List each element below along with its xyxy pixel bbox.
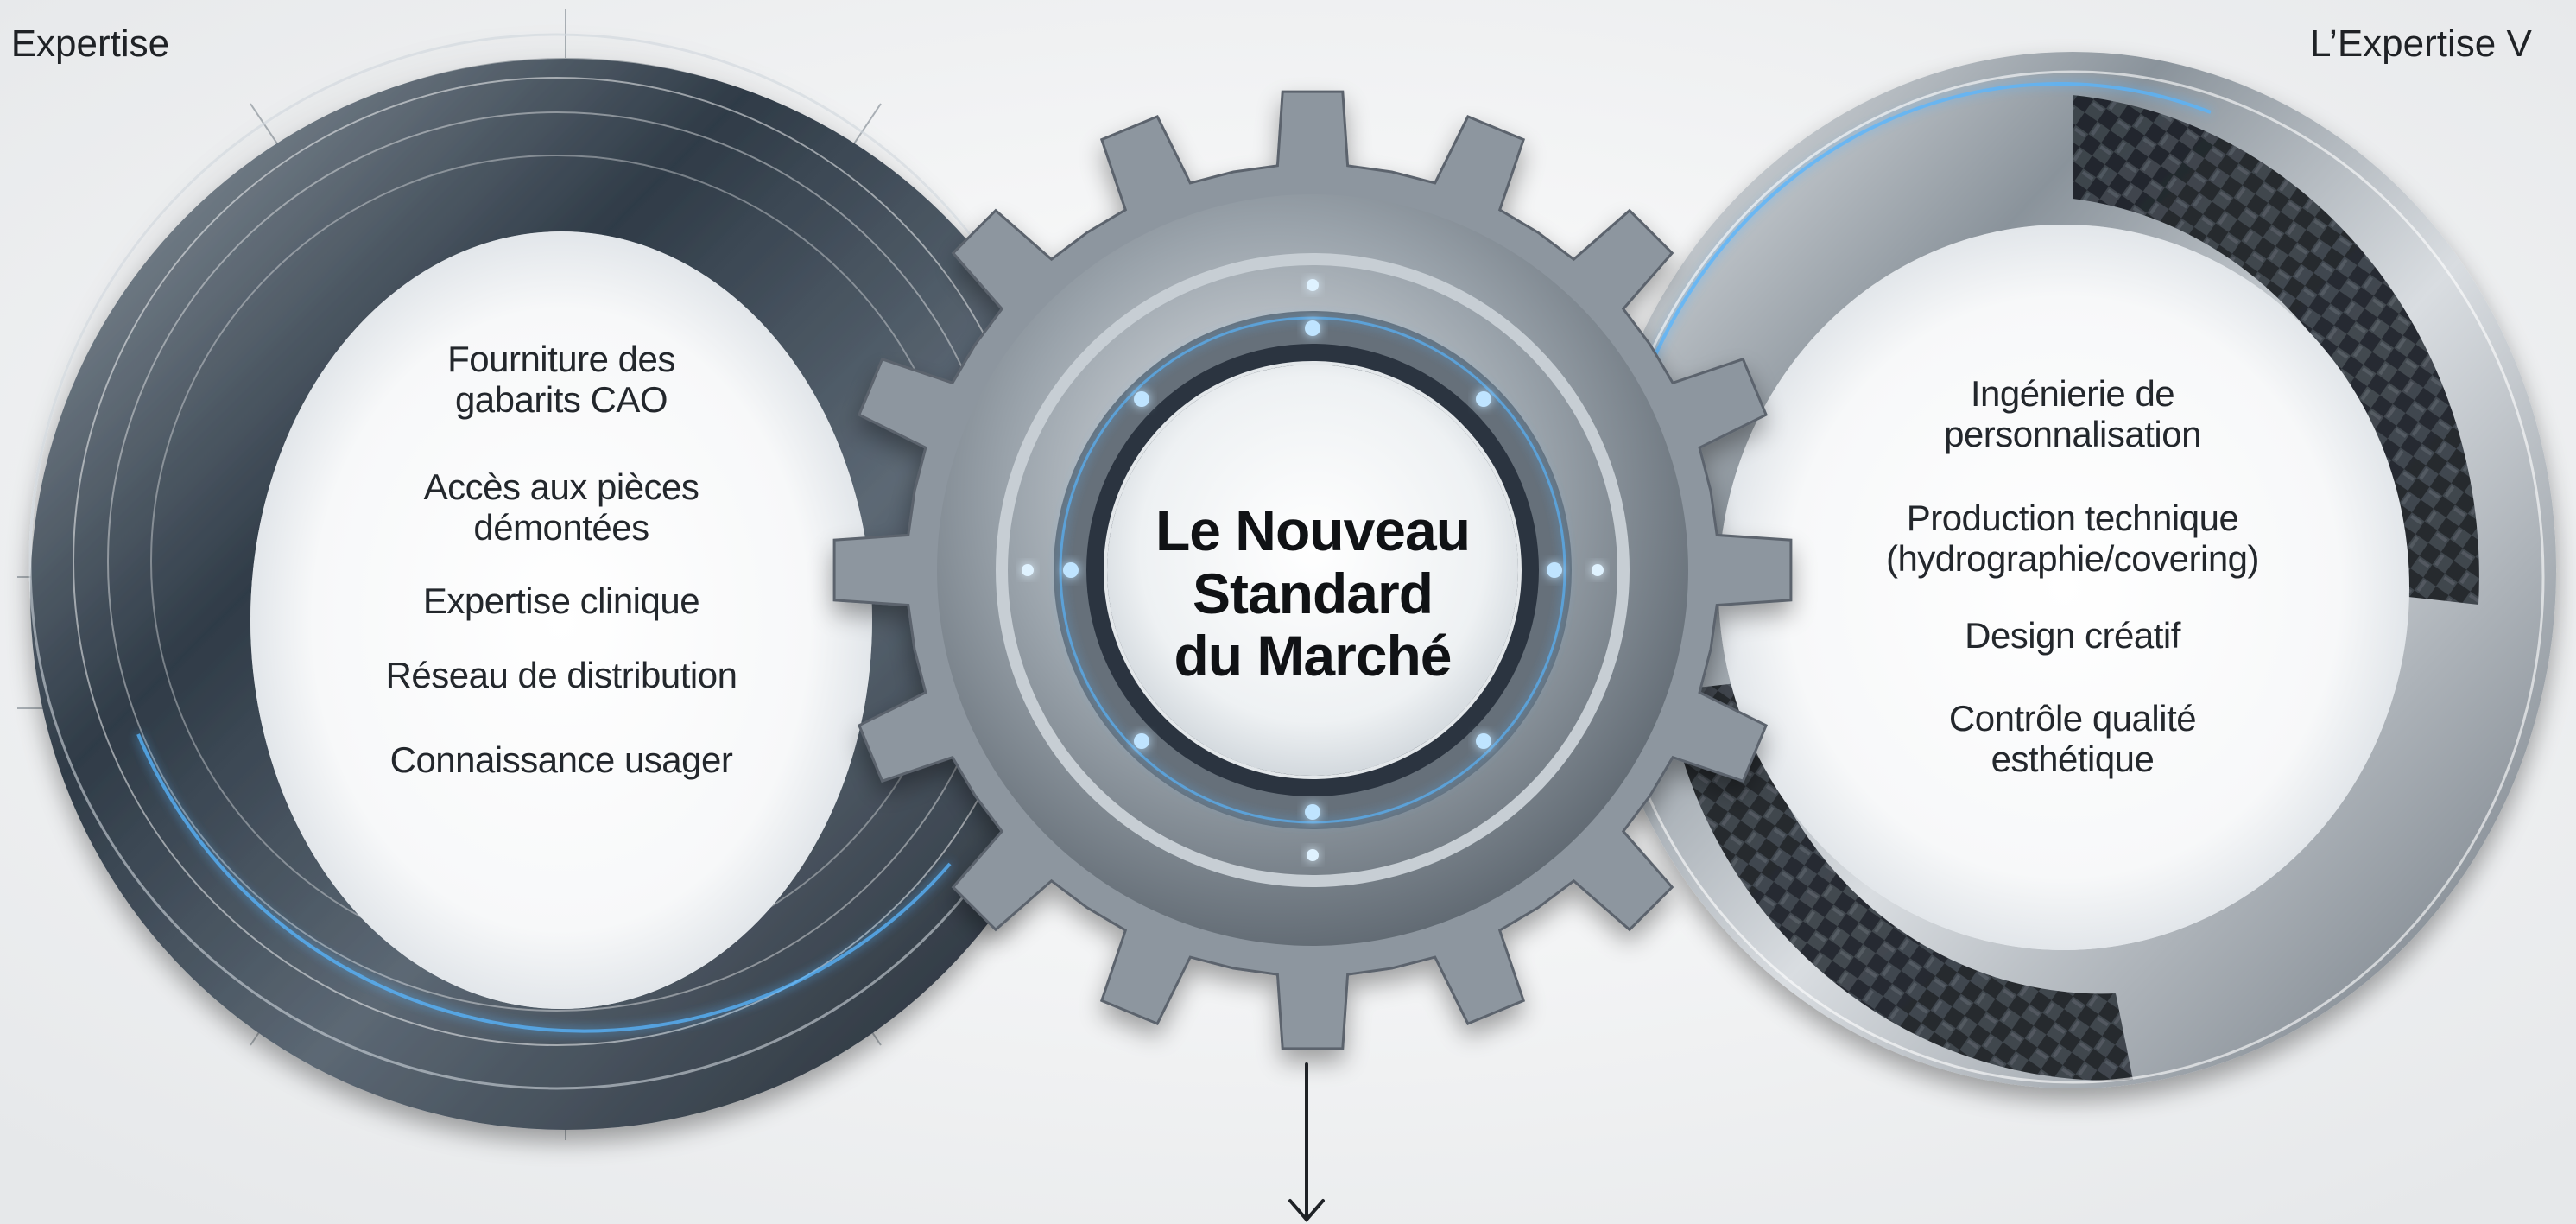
center-title: Le Nouveau Standard du Marché [1155, 498, 1471, 688]
left-ring-center [250, 231, 872, 1009]
gear-glow-marks [1022, 279, 1604, 861]
left-ring-title: e Expertise [0, 22, 170, 65]
glow-mark [1307, 849, 1319, 861]
left-item-parts-access: Accès aux pièces démontées [423, 466, 699, 549]
right-ring-center [1718, 225, 2409, 950]
glow-mark [1547, 562, 1562, 578]
left-item-clinical-expertise: Expertise clinique [422, 580, 700, 621]
right-item-quality-control: Contrôle qualité esthétique [1948, 698, 2197, 780]
glow-mark [1305, 804, 1320, 820]
glow-mark [1022, 564, 1034, 576]
glow-mark [1476, 391, 1491, 407]
glow-mark [1134, 391, 1149, 407]
glow-mark [1307, 279, 1319, 291]
gear-hub [1107, 365, 1518, 776]
left-item-cad-templates: Fourniture des gabarits CAO [447, 339, 675, 421]
right-item-custom-engineering: Ingénierie de personnalisation [1944, 373, 2201, 455]
glow-mark [1592, 564, 1604, 576]
gear-outer-groove [996, 253, 1630, 887]
right-item-creative-design: Design créatif [1965, 615, 2180, 656]
right-ring-title: L’Expertise V [2310, 22, 2532, 65]
glow-mark [1305, 320, 1320, 336]
right-item-technical-production: Production technique (hydrographie/cover… [1885, 498, 2260, 580]
glow-mark [1476, 733, 1491, 749]
glow-mark [1134, 733, 1149, 749]
glow-mark [1063, 562, 1079, 578]
arrow-down-icon [1288, 1062, 1325, 1223]
left-item-distribution-network: Réseau de distribution [385, 655, 737, 695]
left-item-user-knowledge: Connaissance usager [389, 739, 733, 780]
